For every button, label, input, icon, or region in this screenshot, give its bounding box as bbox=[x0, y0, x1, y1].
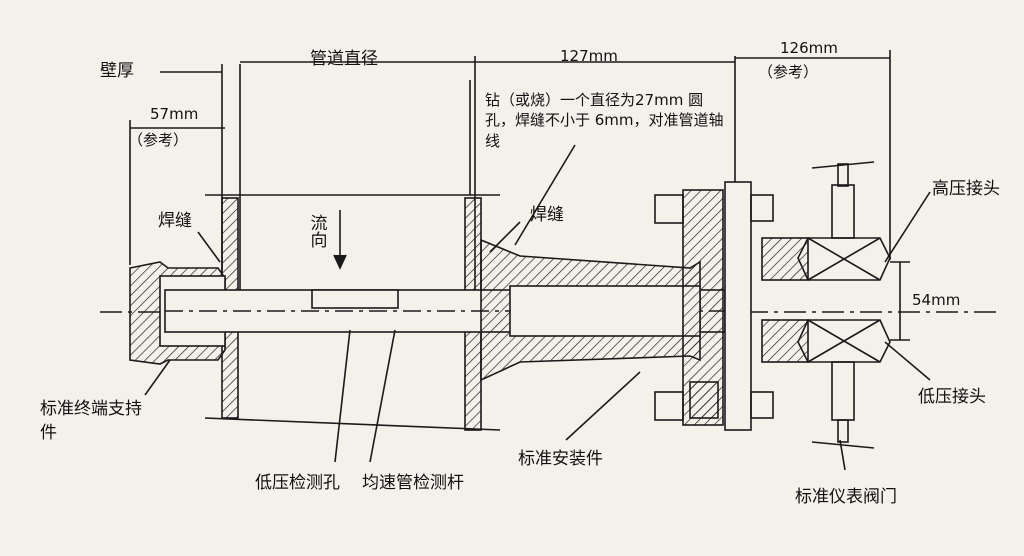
ref-label-1: （参考） bbox=[758, 63, 819, 81]
weld-right-label: 焊缝 bbox=[530, 205, 564, 225]
drill-note: 钻（或烧）一个直径为27mm 圆孔，焊缝不小于 6mm，对准管道轴线 bbox=[485, 91, 724, 150]
low-pressure-hole-label: 低压检测孔 bbox=[255, 473, 340, 493]
flow-direction-label: 流向 bbox=[306, 214, 327, 248]
sensing-rod-label: 均速管检测杆 bbox=[362, 473, 464, 493]
pipe-diameter-label: 管道直径 bbox=[310, 49, 378, 69]
dim-54-label: 54mm bbox=[912, 291, 961, 309]
flange-right bbox=[724, 181, 752, 431]
dim-126-label: 126mm bbox=[780, 39, 838, 57]
weld-left-label: 焊缝 bbox=[158, 211, 192, 231]
dim-57-label: 57mm bbox=[150, 105, 199, 123]
wall-thickness-label: 壁厚 bbox=[100, 61, 134, 81]
dim-127-label: 127mm bbox=[560, 47, 618, 65]
ref-label-2: （参考） bbox=[128, 131, 189, 149]
valve-label: 标准仪表阀门 bbox=[795, 487, 897, 507]
high-pressure-label: 高压接头 bbox=[932, 179, 1000, 199]
install-part-label: 标准安装件 bbox=[518, 449, 603, 469]
end-support-label: 标准终端支持件 bbox=[40, 399, 142, 443]
pipe-bottom-wall bbox=[204, 417, 501, 431]
low-pressure-label: 低压接头 bbox=[918, 387, 986, 407]
